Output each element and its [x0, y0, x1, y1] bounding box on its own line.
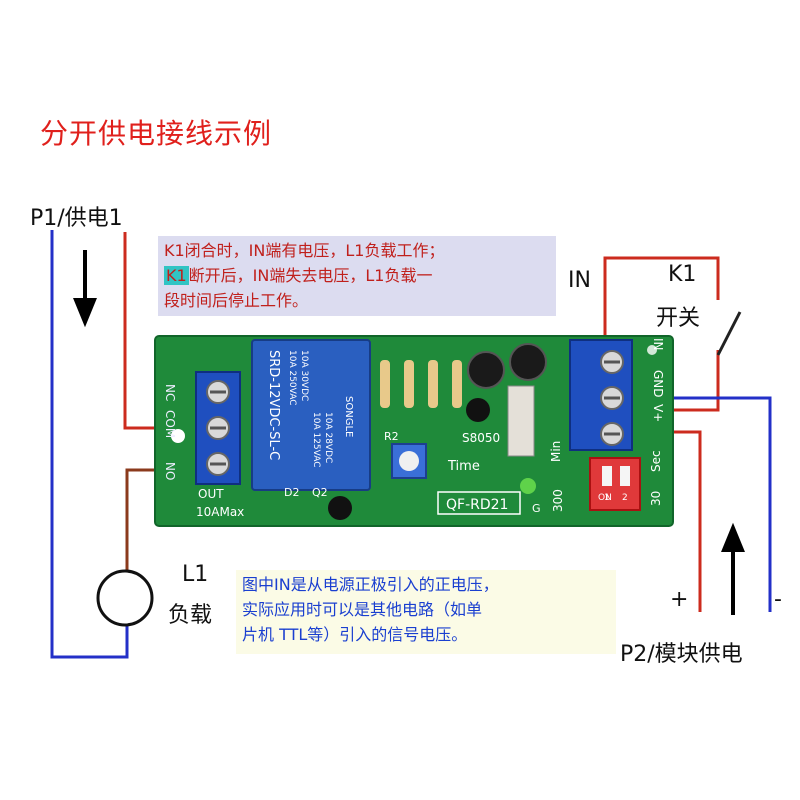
relay-model-line: SRD-12VDC-SL-C: [266, 350, 281, 460]
max-label: 10AMax: [196, 505, 244, 519]
s8050-label: S8050: [462, 431, 500, 445]
note2-line1: 图中IN是从电源正极引入的正电压，: [242, 575, 499, 594]
g-label: G: [532, 502, 541, 515]
terminal-no-label: NO: [163, 462, 177, 480]
terminal-com-label: COM: [163, 410, 177, 438]
relay-rating-2: 10A 30VDC: [299, 350, 309, 401]
transistor-q2: [328, 496, 352, 520]
k1-switch-label: 开关: [656, 306, 701, 331]
p1-label: P1/供电1: [30, 206, 123, 231]
note2-line3: 片机 TTL等）引入的信号电压。: [242, 625, 468, 644]
q2-label: Q2: [312, 486, 328, 499]
note1-line3: 段时间后停止工作。: [164, 291, 309, 310]
model-label: QF-RD21: [446, 497, 508, 513]
l1-load-label: 负载: [168, 603, 213, 628]
relay-rating-1: 10A 250VAC: [287, 350, 297, 406]
scale-300: 300: [551, 489, 565, 512]
dip-on-label: ON: [598, 493, 612, 503]
p1-blue-wire: [50, 230, 129, 659]
l1-label: L1: [182, 562, 209, 587]
note-in-signal: 图中IN是从电源正极引入的正电压， 实际应用时可以是其他电路（如单 片机 TTL…: [236, 570, 616, 654]
min-label: Min: [549, 441, 563, 462]
k1-switch-symbol: [716, 311, 742, 356]
plus-sign: +: [670, 587, 688, 612]
relay-rating-3: 10A 125VAC: [311, 412, 321, 468]
r2-label: R2: [384, 430, 399, 443]
led-green: [520, 478, 536, 494]
relay-board: NC COM NO OUT 10AMax SRD-12VDC-SL-C 10A …: [154, 335, 674, 527]
capacitor-1: [467, 351, 505, 389]
dip-2-label: 2: [622, 493, 628, 503]
page-title: 分开供电接线示例: [40, 117, 273, 150]
terminal-in-label: IN: [651, 338, 665, 351]
k1-label: K1: [668, 262, 697, 287]
arrow-down-icon: [73, 250, 97, 328]
note1-k1-tag: K1: [164, 266, 189, 285]
note1-line1: K1闭合时，IN端有电压，L1负载工作；: [164, 241, 445, 260]
relay: [251, 339, 371, 491]
capacitor-2: [509, 343, 547, 381]
resistors: [380, 360, 462, 408]
terminal-gnd-label: GND: [651, 370, 665, 398]
arrow-up-icon: [721, 522, 745, 615]
d2-label: D2: [284, 486, 299, 499]
sec-label: Sec: [649, 450, 663, 472]
note1-line2-rest: 断开后，IN端失去电压，L1负载一: [188, 266, 433, 285]
transistor-s8050: [466, 398, 490, 422]
dip-1-label: 1: [604, 493, 610, 503]
diode-component: [507, 385, 535, 457]
terminal-vplus-label: V+: [651, 404, 665, 422]
scale-30: 30: [649, 491, 663, 506]
load-symbol: [96, 569, 154, 627]
time-label: Time: [447, 459, 480, 474]
in-label: IN: [568, 268, 591, 293]
minus-sign: -: [774, 587, 782, 612]
relay-brand: SONGLE: [343, 396, 354, 437]
out-label: OUT: [198, 487, 224, 501]
dip-switch: [589, 457, 641, 511]
relay-rating-4: 10A 28VDC: [323, 412, 333, 463]
p2-label: P2/模块供电: [620, 642, 743, 667]
note2-line2: 实际应用时可以是其他电路（如单: [242, 600, 483, 619]
terminal-nc-label: NC: [163, 384, 177, 401]
